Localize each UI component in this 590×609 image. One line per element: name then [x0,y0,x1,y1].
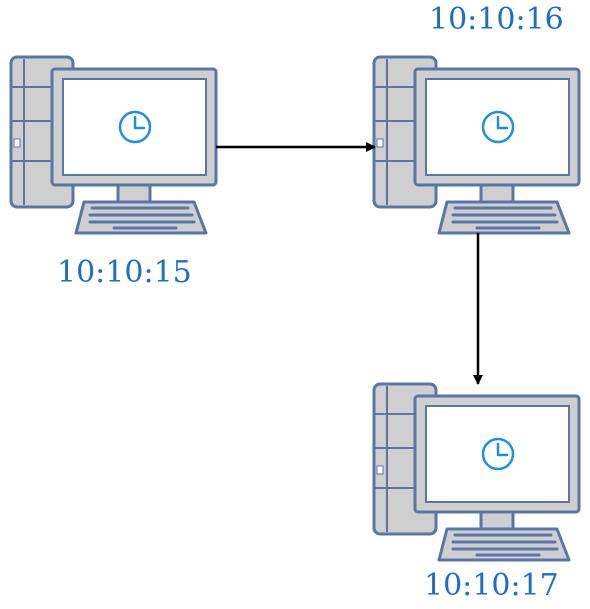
time-label-right: 10:10:16 [429,2,564,37]
computer-bottom [372,382,581,562]
computer-right [372,55,581,235]
time-label-left: 10:10:15 [57,255,192,290]
computer-left [9,55,218,235]
desktop-computer-icon [9,55,218,235]
desktop-computer-icon [372,382,581,562]
desktop-computer-icon [372,55,581,235]
time-label-bottom: 10:10:17 [424,568,559,603]
